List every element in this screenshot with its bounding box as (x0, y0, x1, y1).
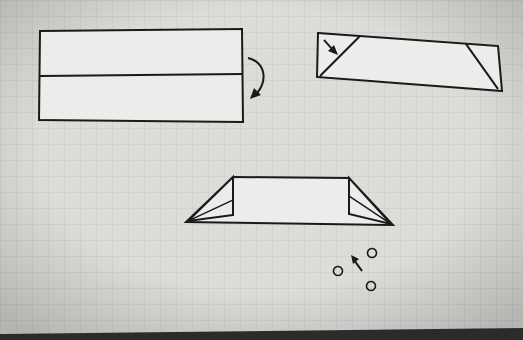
step-1 (39, 29, 264, 122)
